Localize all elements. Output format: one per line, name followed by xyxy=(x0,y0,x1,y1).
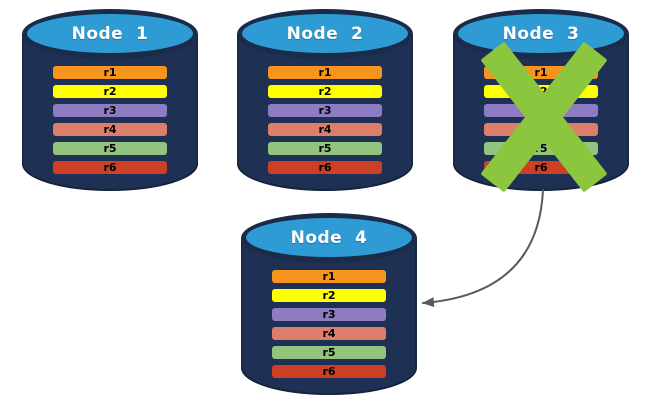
node-3-row-r3: r3 xyxy=(484,104,598,117)
node-2-row-r1: r1 xyxy=(268,66,382,79)
node-3-cylinder-top: Node 3 xyxy=(453,9,629,59)
replica-label: r3 xyxy=(322,308,336,321)
node-2-rows: r1 r2 r3 r4 r5 r6 xyxy=(268,66,382,174)
replica-label: r6 xyxy=(322,365,336,378)
node-1-label: Node 1 xyxy=(71,23,149,44)
node-3-row-r6: r6 xyxy=(484,161,598,174)
replica-label: r2 xyxy=(534,85,548,98)
node-3-row-r5: r5 xyxy=(484,142,598,155)
failover-arrow-path xyxy=(422,189,544,308)
replica-label: r6 xyxy=(103,161,117,174)
node-4-row-r1: r1 xyxy=(272,270,386,283)
replica-label: r3 xyxy=(103,104,117,117)
node-2: r1 r2 r3 r4 r5 r6 Node 2 xyxy=(237,9,413,191)
node-3-row-r2: r2 xyxy=(484,85,598,98)
node-2-row-r2: r2 xyxy=(268,85,382,98)
node-1-row-r6: r6 xyxy=(53,161,167,174)
node-3-cylinder-top-face: Node 3 xyxy=(458,14,624,53)
node-4-cylinder-top-face: Node 4 xyxy=(246,218,412,257)
replica-label: r3 xyxy=(318,104,332,117)
node-2-row-r4: r4 xyxy=(268,123,382,136)
node-1: r1 r2 r3 r4 r5 r6 Node 1 xyxy=(22,9,198,191)
replica-label: r6 xyxy=(534,161,548,174)
node-3-row-r4: r4 xyxy=(484,123,598,136)
replica-label: r3 xyxy=(534,104,548,117)
node-4-label: Node 4 xyxy=(290,227,368,248)
replica-label: r5 xyxy=(103,142,117,155)
replica-label: r5 xyxy=(534,142,548,155)
node-2-row-r6: r6 xyxy=(268,161,382,174)
node-3-label: Node 3 xyxy=(502,23,580,44)
node-4-cylinder-top: Node 4 xyxy=(241,213,417,263)
replica-label: r4 xyxy=(103,123,117,136)
replica-label: r2 xyxy=(318,85,332,98)
replica-label: r4 xyxy=(534,123,548,136)
node-2-row-r3: r3 xyxy=(268,104,382,117)
node-1-row-r2: r2 xyxy=(53,85,167,98)
node-4-row-r5: r5 xyxy=(272,346,386,359)
node-4-rows: r1 r2 r3 r4 r5 r6 xyxy=(272,270,386,378)
failover-arrow xyxy=(422,189,544,308)
node-1-row-r3: r3 xyxy=(53,104,167,117)
node-2-cylinder-top-face: Node 2 xyxy=(242,14,408,53)
node-1-cylinder-top: Node 1 xyxy=(22,9,198,59)
node-1-row-r4: r4 xyxy=(53,123,167,136)
node-2-row-r5: r5 xyxy=(268,142,382,155)
node-1-rows: r1 r2 r3 r4 r5 r6 xyxy=(53,66,167,174)
node-1-row-r5: r5 xyxy=(53,142,167,155)
node-4-row-r3: r3 xyxy=(272,308,386,321)
replica-label: r4 xyxy=(318,123,332,136)
node-3: r1 r2 r3 r4 r5 r6 Node 3 xyxy=(453,9,629,193)
node-4-row-r4: r4 xyxy=(272,327,386,340)
node-3-row-r1: r1 xyxy=(484,66,598,79)
node-4: r1 r2 r3 r4 r5 r6 Node 4 xyxy=(241,213,417,395)
replica-label: r4 xyxy=(322,327,336,340)
replica-label: r2 xyxy=(322,289,336,302)
node-4-row-r2: r2 xyxy=(272,289,386,302)
replica-label: r5 xyxy=(322,346,336,359)
replica-label: r5 xyxy=(318,142,332,155)
replica-label: r2 xyxy=(103,85,117,98)
node-1-row-r1: r1 xyxy=(53,66,167,79)
replica-label: r6 xyxy=(318,161,332,174)
node-3-rows: r1 r2 r3 r4 r5 r6 xyxy=(484,66,598,174)
node-4-row-r6: r6 xyxy=(272,365,386,378)
node-2-cylinder-top: Node 2 xyxy=(237,9,413,59)
replica-label: r1 xyxy=(103,66,117,79)
node-1-cylinder-top-face: Node 1 xyxy=(27,14,193,53)
node-2-label: Node 2 xyxy=(286,23,364,44)
replica-label: r1 xyxy=(318,66,332,79)
replica-label: r1 xyxy=(322,270,336,283)
replica-label: r1 xyxy=(534,66,548,79)
